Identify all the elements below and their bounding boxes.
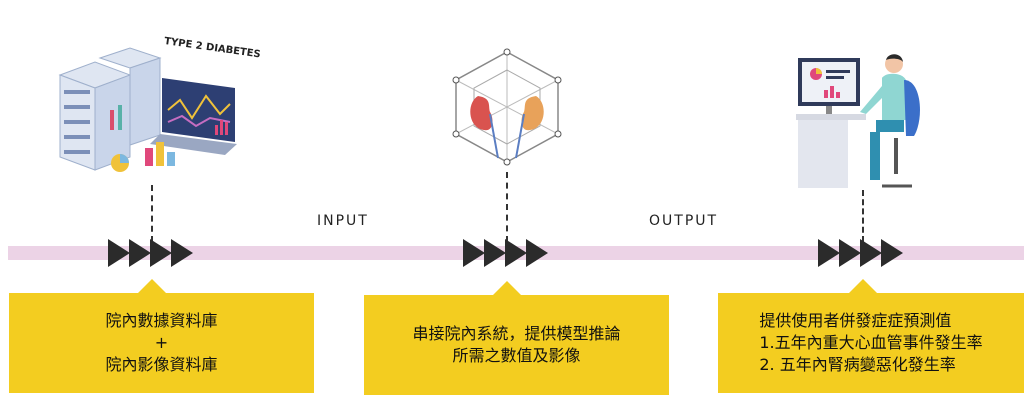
arrow-icon [129, 239, 151, 267]
info-box-system: 串接院內系統，提供模型推論 所需之數值及影像 [364, 295, 669, 395]
box-line: 串接院內系統，提供模型推論 [412, 324, 621, 343]
box-line: 所需之數值及影像 [452, 346, 581, 365]
server-and-chart-illustration-icon [58, 47, 237, 172]
arrow-icon [484, 239, 506, 267]
box-line: 1.五年內重大心血管事件發生率 [759, 333, 983, 352]
box-line: 2. 五年內腎病變惡化發生率 [759, 355, 956, 374]
info-box-prediction: 提供使用者併發症症預測值 1.五年內重大心血管事件發生率 2. 五年內腎病變惡化… [718, 293, 1024, 393]
arrow-group-right [818, 239, 903, 267]
box-pointer-right [849, 279, 877, 293]
arrow-icon [818, 239, 840, 267]
doctor-illustration [790, 50, 930, 195]
arrow-icon [150, 239, 172, 267]
box-line: + [154, 333, 169, 352]
connector-right [862, 190, 864, 242]
arrow-icon [881, 239, 903, 267]
info-box-database: 院內數據資料庫 + 院內影像資料庫 [9, 293, 314, 393]
connector-middle [506, 172, 508, 242]
arrow-icon [860, 239, 882, 267]
box-line: 院內數據資料庫 [105, 311, 218, 330]
arrow-icon [505, 239, 527, 267]
box-line: 院內影像資料庫 [105, 355, 218, 374]
arrow-group-left [108, 239, 193, 267]
box-pointer-middle [493, 281, 521, 295]
input-label: INPUT [317, 213, 369, 229]
arrow-icon [839, 239, 861, 267]
connector-left [151, 185, 153, 242]
kidney-illustration [448, 48, 566, 166]
arrow-icon [463, 239, 485, 267]
doctor-at-computer-illustration-icon [796, 54, 920, 188]
box-pointer-left [138, 279, 166, 293]
output-label: OUTPUT [649, 213, 719, 229]
database-illustration: TYPE 2 DIABETES [50, 30, 270, 180]
arrow-icon [171, 239, 193, 267]
arrow-group-middle [463, 239, 548, 267]
kidney-cube-illustration-icon [452, 48, 562, 166]
arrow-icon [108, 239, 130, 267]
arrow-icon [526, 239, 548, 267]
box-line: 提供使用者併發症症預測值 [759, 311, 952, 330]
